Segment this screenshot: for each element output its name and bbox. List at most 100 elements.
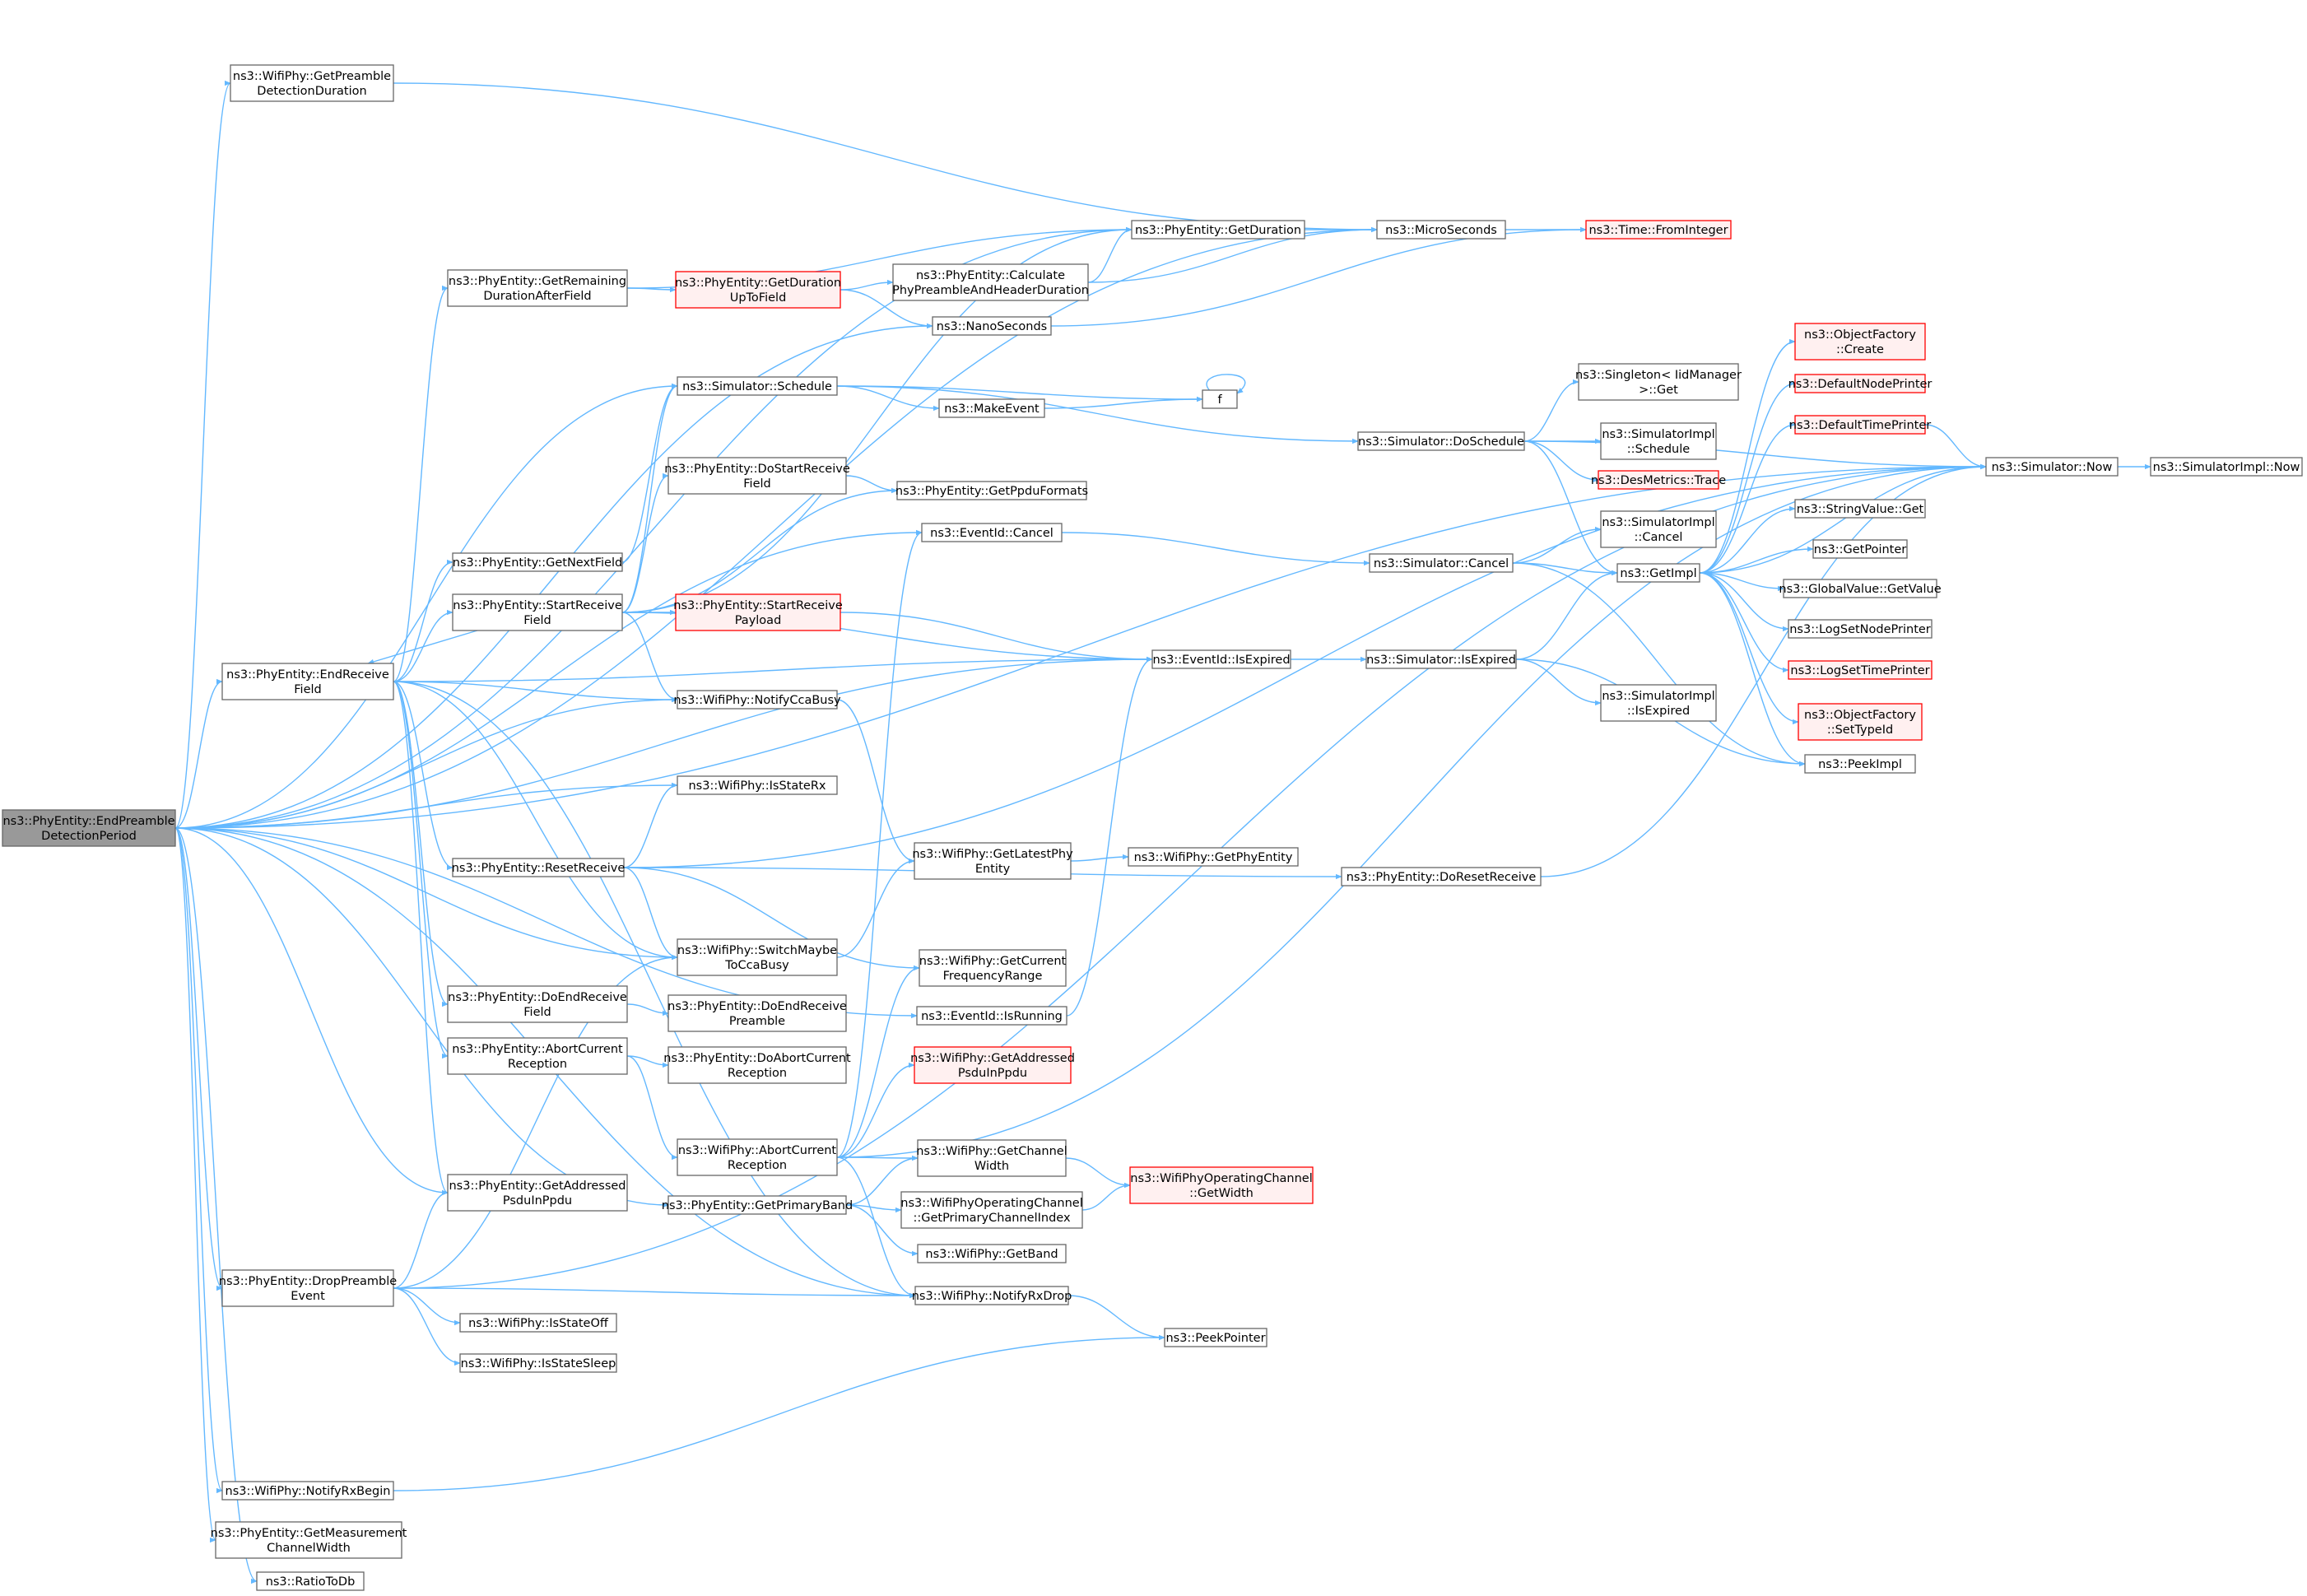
graph-node-getPrimaryBand[interactable]: ns3::PhyEntity::GetPrimaryBand [662,1195,853,1215]
graph-node-box[interactable] [1128,847,1299,867]
graph-node-getPointer[interactable]: ns3::GetPointer [1812,539,1908,559]
graph-node-ratioToDb[interactable]: ns3::RatioToDb [256,1571,365,1591]
graph-node-isRunning[interactable]: ns3::EventId::IsRunning [916,1006,1067,1026]
graph-node-box[interactable] [1578,363,1739,401]
graph-node-box[interactable] [1794,499,1926,519]
graph-node-isStateRx[interactable]: ns3::WifiPhy::IsStateRx [677,775,838,795]
graph-node-makeEvent[interactable]: ns3::MakeEvent [938,398,1045,418]
graph-node-isStateOff[interactable]: ns3::WifiPhy::IsStateOff [459,1313,617,1333]
graph-node-box[interactable] [921,523,1063,542]
graph-node-simIsExpired[interactable]: ns3::Simulator::IsExpired [1365,649,1517,669]
graph-node-peekImpl[interactable]: ns3::PeekImpl [1804,754,1916,774]
graph-node-box[interactable] [896,481,1087,500]
graph-node-box[interactable] [675,593,841,631]
graph-node-box[interactable] [1369,553,1514,573]
graph-node-opChanGetWidth[interactable]: ns3::WifiPhyOperatingChannel::GetWidth [1129,1166,1314,1204]
graph-node-box[interactable] [2150,457,2303,477]
graph-node-stringValueGet[interactable]: ns3::StringValue::Get [1794,499,1926,519]
graph-node-getPreambleDet[interactable]: ns3::WifiPhy::GetPreambleDetectionDurati… [230,64,394,102]
graph-node-box[interactable] [1788,619,1933,639]
graph-node-nanoSeconds[interactable]: ns3::NanoSeconds [932,316,1052,336]
graph-node-box[interactable] [914,1046,1072,1084]
graph-node-box[interactable] [215,1521,402,1559]
graph-node-box[interactable] [1585,220,1732,240]
graph-node-box[interactable] [675,271,841,309]
graph-node-box[interactable] [1357,431,1525,451]
graph-node-box[interactable] [1788,660,1933,680]
graph-node-resetReceive[interactable]: ns3::PhyEntity::ResetReceive [452,858,626,877]
graph-node-microSeconds[interactable]: ns3::MicroSeconds [1376,220,1506,240]
graph-node-notifyRxBegin[interactable]: ns3::WifiPhy::NotifyRxBegin [221,1481,394,1501]
graph-node-simCancel[interactable]: ns3::Simulator::Cancel [1369,553,1514,573]
graph-node-box[interactable] [447,985,628,1023]
graph-node-box[interactable] [221,663,394,700]
graph-node-box[interactable] [1341,867,1542,886]
graph-node-box[interactable] [1598,470,1719,490]
graph-node-box[interactable] [221,1269,394,1307]
graph-node-box[interactable] [667,457,847,495]
graph-node-box[interactable] [932,316,1052,336]
graph-node-root[interactable]: ns3::PhyEntity::EndPreambleDetectionPeri… [2,809,176,847]
graph-node-simNow[interactable]: ns3::Simulator::Now [1985,457,2119,477]
graph-node-fNode[interactable]: f [1202,389,1238,409]
graph-node-box[interactable] [917,1244,1067,1263]
graph-node-box[interactable] [447,269,628,307]
graph-node-desMetrics[interactable]: ns3::DesMetrics::Trace [1591,470,1726,490]
graph-node-box[interactable] [1794,415,1926,435]
graph-node-box[interactable] [914,1286,1069,1305]
graph-node-box[interactable] [447,1037,628,1075]
graph-node-box[interactable] [1151,649,1291,669]
graph-node-simImplIsExpired[interactable]: ns3::SimulatorImpl::IsExpired [1600,684,1717,722]
graph-node-box[interactable] [1365,649,1517,669]
graph-node-box[interactable] [1202,389,1238,409]
graph-node-box[interactable] [230,64,394,102]
graph-node-box[interactable] [1131,220,1305,240]
graph-node-box[interactable] [459,1313,617,1333]
graph-node-getMeasure[interactable]: ns3::PhyEntity::GetMeasurementChannelWid… [211,1521,407,1559]
graph-node-box[interactable] [1812,539,1908,559]
graph-node-getPrimaryIdx[interactable]: ns3::WifiPhyOperatingChannel::GetPrimary… [900,1191,1083,1229]
graph-node-peekPointer[interactable]: ns3::PeekPointer [1164,1328,1267,1347]
graph-node-box[interactable] [1129,1166,1314,1204]
graph-node-box[interactable] [221,1481,394,1501]
graph-node-box[interactable] [919,949,1067,987]
graph-node-box[interactable] [1794,374,1926,393]
graph-node-box[interactable] [1783,579,1937,598]
graph-node-getPpduFormats[interactable]: ns3::PhyEntity::GetPpduFormats [895,481,1088,500]
graph-node-eventCancel[interactable]: ns3::EventId::Cancel [921,523,1063,542]
graph-node-objFactoryCreate[interactable]: ns3::ObjectFactory::Create [1794,323,1926,361]
graph-node-box[interactable] [1164,1328,1267,1347]
graph-node-doResetReceive[interactable]: ns3::PhyEntity::DoResetReceive [1341,867,1542,886]
graph-node-box[interactable] [459,1353,617,1373]
graph-node-box[interactable] [447,1174,628,1212]
graph-node-simImplNow[interactable]: ns3::SimulatorImpl::Now [2150,457,2303,477]
graph-node-box[interactable] [1616,563,1700,583]
graph-node-getDuration[interactable]: ns3::PhyEntity::GetDuration [1131,220,1305,240]
graph-node-box[interactable] [452,552,623,572]
graph-node-getImpl[interactable]: ns3::GetImpl [1616,563,1700,583]
graph-node-defTimePrinter[interactable]: ns3::DefaultTimePrinter [1789,415,1931,435]
graph-node-isExpired[interactable]: ns3::EventId::IsExpired [1151,649,1291,669]
graph-node-box[interactable] [1798,703,1923,741]
graph-node-notifyRxDrop[interactable]: ns3::WifiPhy::NotifyRxDrop [912,1286,1072,1305]
graph-node-box[interactable] [677,376,838,396]
graph-node-simImplSchedule[interactable]: ns3::SimulatorImpl::Schedule [1600,422,1717,460]
graph-node-getRemaining[interactable]: ns3::PhyEntity::GetRemainingDurationAfte… [447,269,628,307]
graph-node-box[interactable] [917,1139,1067,1177]
graph-node-logSetNode[interactable]: ns3::LogSetNodePrinter [1788,619,1933,639]
graph-node-box[interactable] [900,1191,1083,1229]
